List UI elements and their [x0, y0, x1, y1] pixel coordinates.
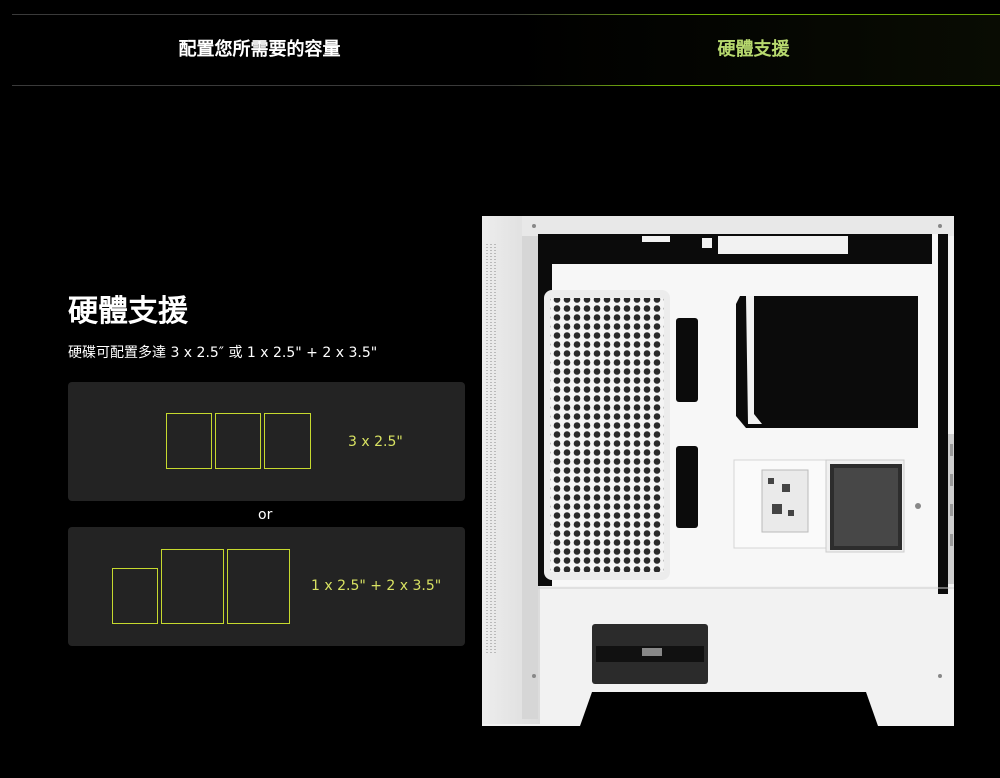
option-1-caption: 3 x 2.5"	[348, 434, 403, 450]
drive-bay-2.5-icon	[215, 413, 261, 469]
pc-case-image	[482, 214, 954, 726]
tab-hardware-support[interactable]: 硬體支援	[507, 14, 1000, 86]
active-tab-indicator-bottom	[507, 85, 1000, 86]
tab-divider-top	[12, 14, 1000, 15]
active-tab-indicator-top	[507, 14, 1000, 15]
drive-bay-3.5-icon	[161, 549, 224, 624]
section-subtitle: 硬碟可配置多達 3 x 2.5″ 或 1 x 2.5" + 2 x 3.5"	[68, 345, 378, 361]
or-separator: or	[258, 507, 273, 523]
section-heading: 硬體支援	[68, 294, 188, 329]
drive-bay-3.5-icon	[227, 549, 290, 624]
tab-divider-bottom	[12, 85, 1000, 86]
tab-bar: 配置您所需要的容量 硬體支援	[12, 14, 1000, 86]
option-2-caption: 1 x 2.5" + 2 x 3.5"	[311, 578, 442, 594]
drive-bay-2.5-icon	[264, 413, 311, 469]
drive-option-card-2: 1 x 2.5" + 2 x 3.5"	[68, 527, 465, 646]
drive-option-card-1: 3 x 2.5"	[68, 382, 465, 501]
drive-bay-2.5-icon	[112, 568, 158, 624]
drive-bay-2.5-icon	[166, 413, 212, 469]
tab-capacity[interactable]: 配置您所需要的容量	[178, 39, 341, 60]
